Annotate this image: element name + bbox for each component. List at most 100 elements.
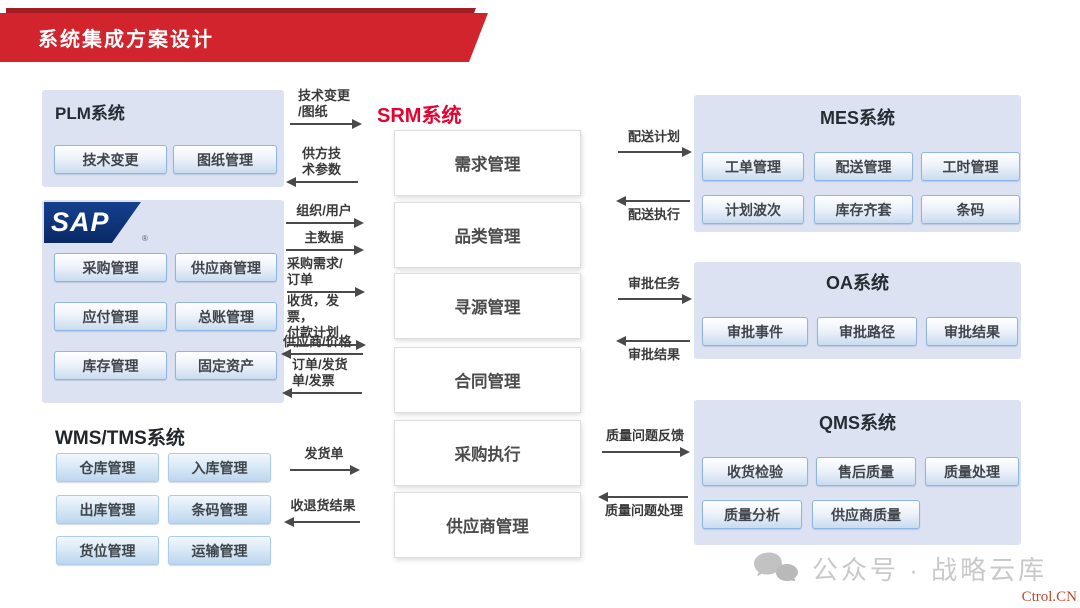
wms-module-transport: 运输管理 xyxy=(168,536,271,565)
wms-module-warehouse: 仓库管理 xyxy=(56,453,159,482)
srm-module-category: 品类管理 xyxy=(394,202,581,268)
flow-label: 审批任务 xyxy=(627,276,680,291)
sap-module-general-ledger: 总账管理 xyxy=(175,302,277,331)
flow-srm-order-shipment: 订单/发货 单/发票 xyxy=(282,357,362,398)
flow-label: 收货，发票， 付款计划 xyxy=(287,293,340,340)
wms-tms-section: WMS/TMS系统 仓库管理 入库管理 出库管理 条码管理 货位管理 运输管理 xyxy=(42,420,284,570)
sap-module-supplier-mgmt: 供应商管理 xyxy=(175,253,277,282)
flow-quality-issue-feedback: 质量问题反馈 xyxy=(602,428,690,457)
plm-module-tech-change: 技术变更 xyxy=(54,145,167,174)
arrow-left-icon xyxy=(286,176,358,187)
flow-sap-org-user: 组织/用户 xyxy=(286,203,364,228)
arrow-left-icon xyxy=(616,196,690,206)
flow-label: 审批结果 xyxy=(627,347,680,362)
plm-panel: PLM系统 技术变更 图纸管理 xyxy=(42,90,284,187)
mes-module-barcode: 条码 xyxy=(921,195,1020,224)
sap-module-fixed-assets: 固定资产 xyxy=(175,351,277,380)
mes-module-work-hours: 工时管理 xyxy=(921,152,1020,181)
mes-module-delivery-mgmt: 配送管理 xyxy=(814,152,913,181)
wms-module-barcode: 条码管理 xyxy=(168,495,271,524)
sap-module-payables: 应付管理 xyxy=(54,302,167,331)
oa-module-approval-path: 审批路径 xyxy=(817,317,917,346)
flow-label: 质量问题反馈 xyxy=(605,428,684,443)
srm-module-demand: 需求管理 xyxy=(394,130,581,196)
flow-label: 技术变更 /图纸 xyxy=(298,88,351,119)
arrow-right-icon xyxy=(290,118,362,129)
sap-logo-text: SAP xyxy=(51,207,110,237)
flow-sap-receipt-invoice: 收货，发票， 付款计划 xyxy=(287,293,366,350)
qms-module-supplier-quality: 供应商质量 xyxy=(812,500,920,529)
page-title: 系统集成方案设计 xyxy=(38,29,214,51)
wms-module-outbound: 出库管理 xyxy=(56,495,159,524)
arrow-right-icon xyxy=(290,464,360,475)
flow-label: 供应商/价格 xyxy=(283,334,352,349)
flow-label: 主数据 xyxy=(304,230,344,245)
flow-label: 收退货结果 xyxy=(290,498,356,513)
flow-plm-to-srm: 技术变更 /图纸 xyxy=(290,88,362,129)
plm-module-drawing-mgmt: 图纸管理 xyxy=(173,145,277,174)
flow-approval-result: 审批结果 xyxy=(616,336,690,363)
flow-label: 发货单 xyxy=(304,446,344,461)
srm-module-procurement-exec: 采购执行 xyxy=(394,420,581,486)
qms-panel: QMS系统 收货检验 售后质量 质量处理 质量分析 供应商质量 xyxy=(694,400,1021,545)
qms-module-receiving-inspection: 收货检验 xyxy=(702,457,808,486)
flow-delivery-plan: 配送计划 xyxy=(618,129,692,157)
flow-quality-issue-handling: 质量问题处理 xyxy=(598,492,688,519)
flow-delivery-execution: 配送执行 xyxy=(616,196,690,223)
arrow-left-icon xyxy=(284,516,360,527)
flow-label: 订单/发货 单/发票 xyxy=(292,357,348,388)
mes-module-plan-wave: 计划波次 xyxy=(702,195,804,224)
oa-module-approval-result: 审批结果 xyxy=(926,317,1018,346)
wms-module-inbound: 入库管理 xyxy=(168,453,271,482)
watermark-text: 公众号 · 战略云库 xyxy=(812,555,1048,585)
arrow-left-icon xyxy=(281,348,363,359)
wms-tms-title: WMS/TMS系统 xyxy=(55,428,185,449)
srm-module-supplier-mgmt: 供应商管理 xyxy=(394,492,581,558)
sap-panel: SAP ® 采购管理 供应商管理 应付管理 总账管理 库存管理 固定资产 xyxy=(42,200,284,403)
arrow-right-icon xyxy=(286,244,364,255)
qms-title: QMS系统 xyxy=(818,413,896,433)
srm-title: SRM系统 xyxy=(377,105,462,127)
arrow-left-icon xyxy=(598,492,688,502)
plm-title: PLM系统 xyxy=(55,104,125,123)
arrow-right-icon xyxy=(618,293,692,304)
flow-label: 质量问题处理 xyxy=(604,503,683,518)
arrow-right-icon xyxy=(618,146,692,157)
mes-title: MES系统 xyxy=(819,108,895,128)
flow-sap-purchase-request: 采购需求/ 订单 xyxy=(287,256,365,297)
sap-registered-icon: ® xyxy=(142,234,148,243)
flow-wms-return-result: 收退货结果 xyxy=(284,498,360,527)
qms-module-quality-handling: 质量处理 xyxy=(925,457,1019,486)
flow-approval-task: 审批任务 xyxy=(618,276,692,304)
srm-module-contract: 合同管理 xyxy=(394,347,581,413)
mes-module-work-order: 工单管理 xyxy=(702,152,804,181)
wechat-icon xyxy=(754,552,798,582)
title-banner: 系统集成方案设计 xyxy=(0,13,488,62)
flow-label: 配送执行 xyxy=(627,207,680,222)
wms-module-location: 货位管理 xyxy=(56,536,159,565)
flow-label: 配送计划 xyxy=(627,129,680,144)
flow-sap-master-data: 主数据 xyxy=(286,230,364,255)
arrow-right-icon xyxy=(287,339,366,350)
oa-module-approval-event: 审批事件 xyxy=(702,317,808,346)
flow-label: 采购需求/ 订单 xyxy=(287,256,343,287)
qms-module-after-sales-quality: 售后质量 xyxy=(816,457,916,486)
sap-logo: SAP xyxy=(44,202,141,243)
srm-module-sourcing: 寻源管理 xyxy=(394,273,581,339)
flow-label: 组织/用户 xyxy=(296,203,352,218)
qms-module-quality-analysis: 质量分析 xyxy=(702,500,802,529)
arrow-left-icon xyxy=(282,387,362,398)
flow-srm-to-plm: 供方技 术参数 xyxy=(286,146,358,187)
mes-module-inventory-kitting: 库存齐套 xyxy=(814,195,913,224)
sap-module-purchasing: 采购管理 xyxy=(54,253,167,282)
oa-panel: OA系统 审批事件 审批路径 审批结果 xyxy=(694,262,1021,359)
arrow-right-icon xyxy=(286,217,364,228)
flow-label: 供方技 术参数 xyxy=(302,146,342,177)
flow-srm-supplier-price: 供应商/价格 xyxy=(281,334,363,359)
oa-title: OA系统 xyxy=(826,273,889,293)
watermark: 公众号 · 战略云库 xyxy=(752,550,1047,587)
flow-wms-shipment-note: 发货单 xyxy=(290,446,360,475)
sap-module-inventory: 库存管理 xyxy=(54,351,167,380)
footer-brand: Ctrol.CN xyxy=(1021,589,1077,605)
